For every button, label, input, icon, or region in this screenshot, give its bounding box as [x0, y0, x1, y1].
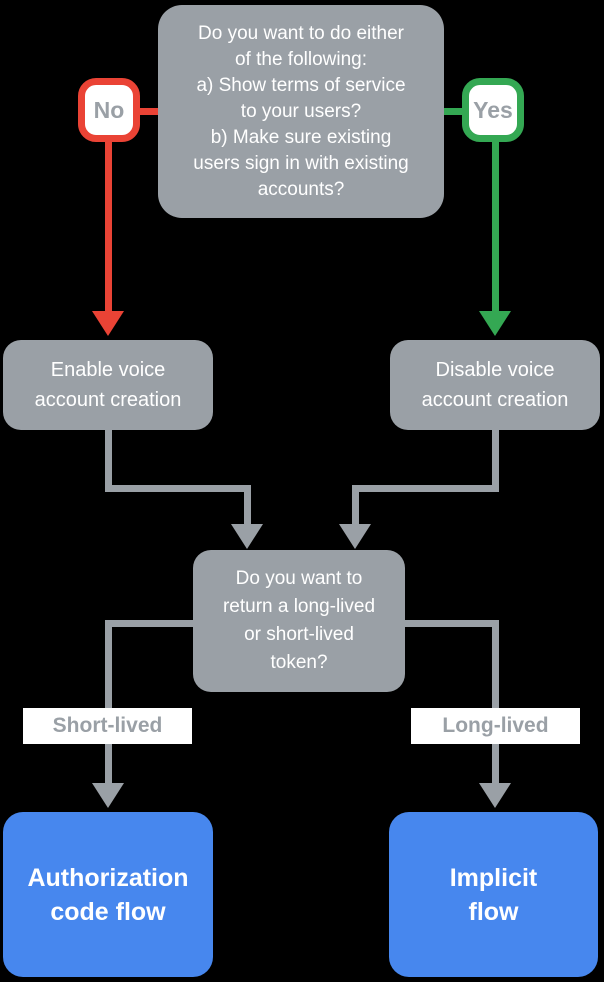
no-badge-label: No: [93, 96, 125, 123]
node-disable-voice-account-creation: Disable voice account creation: [390, 340, 600, 430]
node-authorization-code-flow: Authorization code flow: [3, 812, 213, 977]
question-line: of the following:: [234, 48, 368, 70]
disable-to-question-line-v2: [352, 485, 359, 525]
yes-branch-vertical-line: [492, 141, 499, 312]
yes-badge: Yes: [462, 78, 524, 142]
long-lived-label: Long-lived: [411, 708, 580, 744]
node-top-question: Do you want to do either of the followin…: [158, 5, 444, 218]
yes-branch-arrowhead: [479, 311, 511, 336]
result-line: Implicit: [449, 863, 538, 892]
long-lived-branch-line-h: [405, 620, 499, 627]
action-line: account creation: [34, 389, 182, 411]
enable-to-question-line-v2: [244, 485, 251, 525]
short-lived-branch-line-v: [105, 620, 112, 784]
question-line: users sign in with existing: [193, 152, 409, 174]
question-line: return a long-lived: [222, 596, 376, 617]
enable-to-question-arrowhead: [231, 524, 263, 549]
question-line: Do you want to do either: [198, 22, 404, 44]
question-line: b) Make sure existing: [210, 126, 392, 148]
long-lived-label-text: Long-lived: [442, 714, 549, 737]
disable-to-question-line-h: [352, 485, 499, 492]
node-implicit-flow: Implicit flow: [389, 812, 598, 977]
result-line: flow: [468, 897, 519, 926]
no-branch-horizontal-line: [140, 108, 158, 115]
short-lived-branch-arrowhead: [92, 783, 124, 808]
long-lived-branch-arrowhead: [479, 783, 511, 808]
no-badge: No: [78, 78, 140, 142]
disable-to-question-line-v1: [492, 430, 499, 492]
yes-badge-label: Yes: [473, 96, 513, 123]
question-line: or short-lived: [244, 624, 354, 645]
short-lived-label-text: Short-lived: [52, 714, 163, 737]
action-line: Enable voice: [50, 359, 166, 381]
question-line: to your users?: [240, 100, 362, 122]
short-lived-label: Short-lived: [23, 708, 192, 744]
action-line: account creation: [421, 389, 569, 411]
question-line: token?: [270, 652, 328, 673]
enable-to-question-line-h: [105, 485, 251, 492]
result-line: code flow: [50, 897, 166, 926]
short-lived-branch-line-h: [105, 620, 193, 627]
question-line: Do you want to: [235, 568, 363, 589]
node-token-question: Do you want to return a long-lived or sh…: [193, 550, 405, 692]
question-line: accounts?: [257, 178, 345, 200]
node-enable-voice-account-creation: Enable voice account creation: [3, 340, 213, 430]
yes-branch-horizontal-line: [444, 108, 462, 115]
long-lived-branch-line-v: [492, 620, 499, 784]
no-branch-vertical-line: [105, 141, 112, 312]
no-branch-arrowhead: [92, 311, 124, 336]
enable-to-question-line-v1: [105, 430, 112, 492]
disable-to-question-arrowhead: [339, 524, 371, 549]
question-line: a) Show terms of service: [196, 74, 406, 96]
action-line: Disable voice: [435, 359, 555, 381]
result-line: Authorization: [27, 863, 189, 892]
